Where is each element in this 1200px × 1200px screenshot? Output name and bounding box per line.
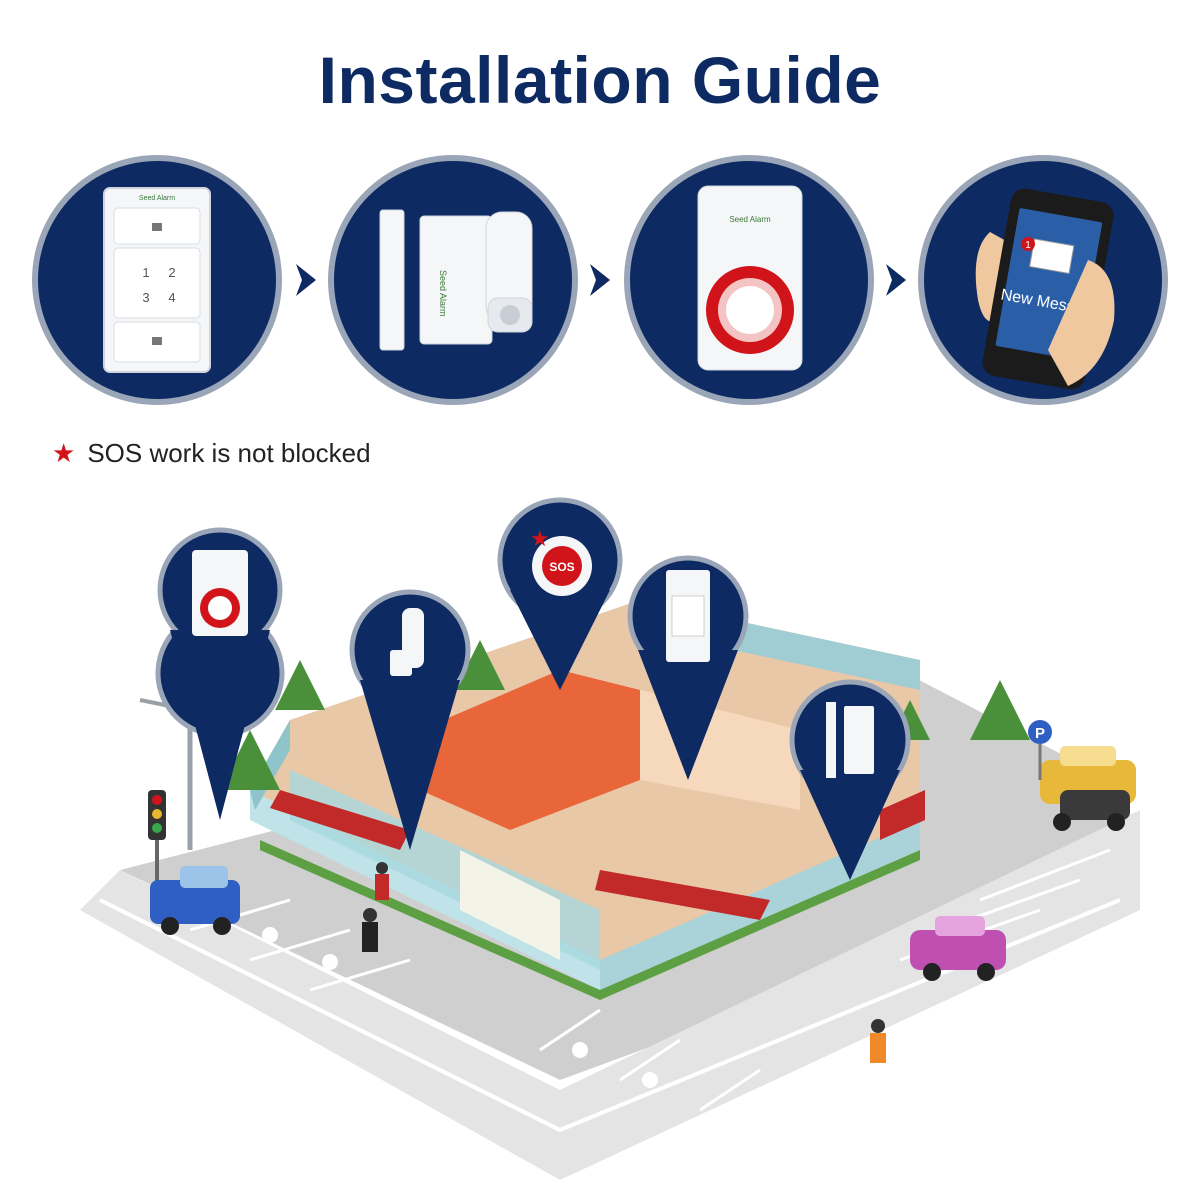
store-scene: P SOS: [40, 490, 1170, 1190]
brand-label: Seed Alarm: [438, 270, 448, 317]
sos-label: SOS: [549, 560, 574, 574]
notification-badge: 1: [1025, 240, 1031, 251]
brand-label: Seed Alarm: [139, 195, 175, 202]
pin-keypad: [627, 555, 749, 780]
keypad-key: 3: [142, 290, 149, 305]
step-siren: Seed Alarm: [624, 150, 874, 410]
page-title: Installation Guide: [318, 43, 882, 117]
parking-sign: P: [1035, 725, 1045, 742]
pin-motion-sensor: [349, 589, 471, 850]
car: [150, 866, 240, 935]
keypad-illustration: 1 2 3 4 Seed Alarm: [32, 155, 282, 405]
keypad-key: 4: [168, 290, 175, 305]
pin-sos-button: SOS ★: [497, 497, 623, 690]
pin-door-sensor: [789, 679, 911, 880]
car: [1040, 746, 1136, 831]
brand-label: Seed Alarm: [729, 215, 771, 224]
accessible-parking-icon: [262, 927, 738, 1118]
store-illustration: P SOS: [80, 497, 1140, 1180]
pin-siren: [155, 527, 285, 820]
step-keypad: 1 2 3 4 Seed Alarm: [32, 150, 282, 410]
car: [910, 916, 1006, 981]
star-icon: ★: [52, 438, 76, 468]
arrow-icon: [882, 262, 910, 298]
step-sensors: Seed Alarm: [328, 150, 578, 410]
siren-illustration: Seed Alarm: [624, 155, 874, 405]
keypad-key: 1: [142, 265, 149, 280]
keypad-key: 2: [168, 265, 175, 280]
star-icon: ★: [530, 526, 550, 551]
person: [375, 862, 389, 900]
arrow-icon: [586, 262, 614, 298]
person: [362, 908, 378, 952]
sos-note-text: SOS work is not blocked: [87, 438, 371, 468]
phone-illustration: 1 New Message: [918, 155, 1168, 405]
sos-note: ★ SOS work is not blocked: [52, 438, 371, 469]
arrow-icon: [292, 262, 320, 298]
person: [870, 1019, 886, 1063]
sensors-illustration: Seed Alarm: [328, 155, 578, 405]
step-phone: 1 New Message: [918, 150, 1168, 410]
